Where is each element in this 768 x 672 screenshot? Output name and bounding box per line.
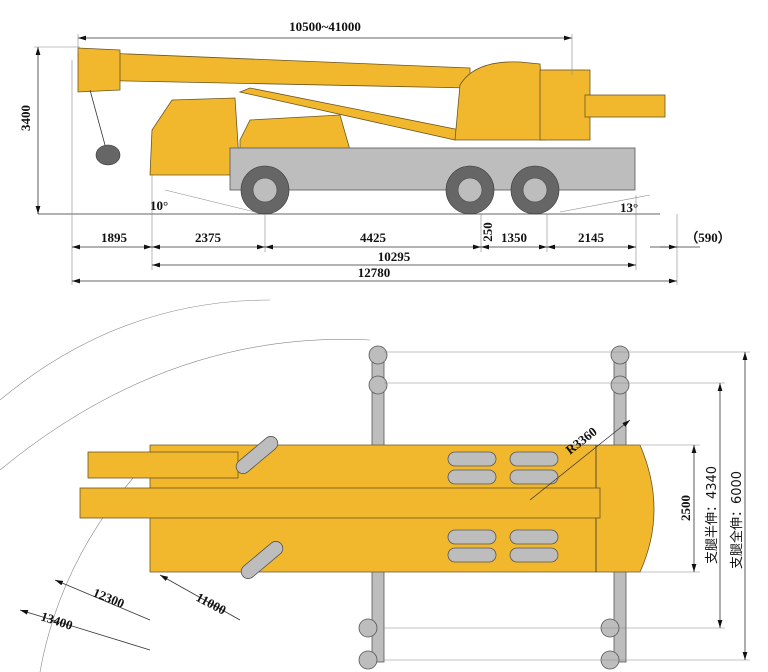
top-view: R3360 2500 支腿半伸：4340 支腿全伸：6000 12300 134… [0,299,750,672]
dim-front-overhang: 1895 [101,230,128,245]
dim-axle-1: 2375 [195,230,222,245]
dim-overall-length: 12780 [358,265,391,280]
wheels [240,165,560,215]
boom [79,51,471,89]
approach-angle: 10° [150,198,168,213]
dim-10295: 10295 [378,249,411,264]
outrigger-full-label: 支腿全伸：6000 [729,471,745,569]
carrier-cab [149,97,241,176]
dim-rear-overhang: 2145 [578,230,605,245]
chassis [229,147,636,191]
dim-tail: （590） [685,230,731,245]
dim-axle-2: 4425 [360,230,387,245]
width-label: 2500 [678,495,693,521]
radius-12300: 12300 [91,585,127,611]
crane-cab [454,61,546,141]
dim-axle-3: 1350 [501,230,527,245]
height-label: 3400 [18,105,33,131]
boom-top [79,487,601,519]
hook-block [95,144,121,166]
departure-angle: 13° [620,200,638,215]
outrigger-half-label: 支腿半伸：4340 [705,466,720,564]
radius-13400: 13400 [39,609,75,633]
boom-length-label: 10500~41000 [289,19,361,34]
side-view: 10500~41000 3400 10° 13° 250 1895 2375 [18,19,731,285]
ground-clearance: 250 [480,222,495,242]
dimension-row [72,244,700,284]
radius-11000: 11000 [194,589,229,617]
